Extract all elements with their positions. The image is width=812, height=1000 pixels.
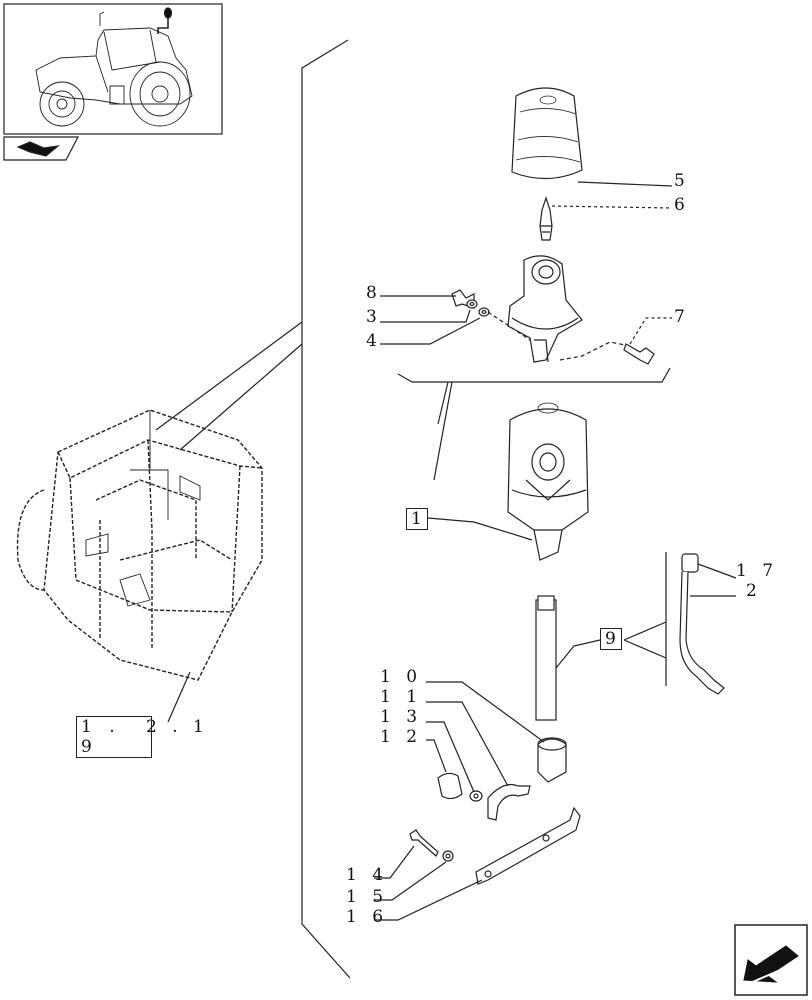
cab-reference-suffix: 2 . 1 (146, 717, 209, 737)
washer-part-15[interactable] (442, 850, 454, 862)
cab-reference-label: 1 . 9 (81, 717, 121, 757)
group-tag-beacon[interactable]: 1 (406, 508, 428, 530)
u-clamp-part-11[interactable] (487, 783, 531, 821)
zoom-leader (433, 381, 453, 481)
cab-leader-lines (155, 321, 303, 451)
model-indicator-tab[interactable] (3, 136, 79, 161)
sleeve-part-17[interactable] (681, 553, 699, 573)
leader-14 (374, 845, 415, 879)
callout-6[interactable]: 6 (674, 195, 690, 215)
callout-8[interactable]: 8 (366, 283, 382, 303)
beacon-lens-part-5[interactable] (511, 87, 583, 180)
next-page-button[interactable] (734, 924, 808, 996)
leader-10 (426, 681, 545, 743)
washer-part-3[interactable] (466, 299, 478, 309)
tractor-thumbnail[interactable] (3, 3, 223, 135)
spacer-part-12[interactable] (437, 772, 463, 800)
callout-12[interactable]: 1 2 (380, 727, 423, 747)
leader-3 (380, 309, 471, 323)
callout-7[interactable]: 7 (674, 307, 690, 327)
callout-2[interactable]: 2 (746, 581, 762, 601)
beacon-assembly-group-1[interactable] (507, 402, 589, 561)
cab-reference-box[interactable]: 1 . 9 (76, 716, 152, 758)
cab-reference-leader (167, 671, 191, 723)
callout-5[interactable]: 5 (674, 171, 690, 191)
clamp-sleeve-part-10[interactable] (537, 737, 567, 783)
assembly-bracket (397, 367, 671, 383)
leader-16 (374, 879, 483, 921)
callout-14[interactable]: 1 4 (346, 865, 389, 885)
callout-4[interactable]: 4 (366, 331, 382, 351)
leader-1 (427, 517, 533, 541)
bracket-part-16[interactable] (475, 806, 581, 885)
callout-10[interactable]: 1 0 (380, 667, 423, 687)
washer-part-13[interactable] (469, 790, 483, 802)
next-page-arrow-icon (734, 924, 808, 996)
leader-7 (629, 317, 672, 345)
group-9-bracket (623, 552, 667, 686)
leader-15 (374, 861, 447, 901)
cable-part-2[interactable] (679, 571, 725, 695)
group-tag-mast[interactable]: 9 (600, 628, 622, 650)
beacon-base-assembly[interactable] (507, 255, 583, 363)
leader-6 (551, 205, 673, 209)
model-indicator-icon (16, 141, 61, 157)
washer-part-4[interactable] (478, 307, 490, 317)
cab-roof-marker-icon (157, 7, 173, 34)
callout-3[interactable]: 3 (366, 307, 382, 327)
callout-17[interactable]: 1 7 (736, 561, 779, 581)
leader-mast (555, 639, 601, 669)
leader-5 (577, 181, 673, 187)
page-separator (301, 39, 351, 979)
leader-12 (426, 739, 447, 773)
mast-tube[interactable] (535, 595, 557, 721)
bulb-part-6[interactable] (539, 196, 553, 241)
callout-13[interactable]: 1 3 (380, 707, 423, 727)
bolt-part-7[interactable] (623, 343, 655, 365)
screw-part-14[interactable] (409, 829, 439, 857)
leader-11 (426, 701, 509, 787)
leader-13 (426, 721, 475, 793)
tractor-location-icon (35, 11, 193, 127)
callout-11[interactable]: 1 1 (380, 687, 423, 707)
leader-4 (380, 317, 481, 345)
callout-16[interactable]: 1 6 (346, 907, 389, 927)
leader-17 (697, 563, 737, 579)
assembly-dashed-line (487, 311, 631, 361)
callout-15[interactable]: 1 5 (346, 887, 389, 907)
cab-frame-inner (85, 410, 201, 607)
cab-frame-drawing (16, 409, 263, 681)
